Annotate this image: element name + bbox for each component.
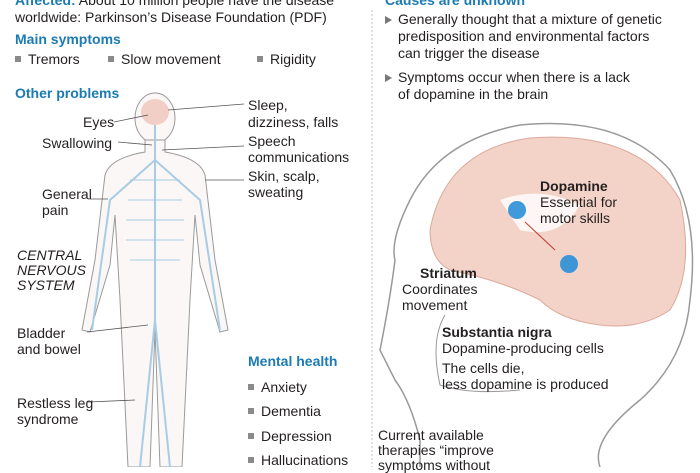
cause-bullet-1: Generally thought that a mixture of gene… [398, 11, 662, 61]
mental-item: Depression [248, 428, 332, 444]
other-problems-title: Other problems [15, 85, 120, 101]
symptom-item: Rigidity [257, 51, 316, 67]
nerve-lines [91, 125, 221, 467]
causes-title: Causes are unknown [385, 0, 526, 8]
symptom-item: Tremors [15, 51, 80, 67]
mental-item: Anxiety [248, 379, 307, 395]
bullet-triangle-icon [385, 16, 392, 24]
brainstem-outline [435, 314, 521, 393]
body-brain [141, 99, 169, 125]
label-swallowing: Swallowing [42, 135, 113, 151]
dopamine-arrow [524, 221, 556, 251]
label-skin: Skin, scalp,sweating [248, 168, 320, 200]
label-sleep: Sleep,dizziness, falls [248, 97, 339, 130]
main-symptoms-title: Main symptoms [15, 31, 121, 47]
brain-shape [429, 136, 687, 327]
label-eyes: Eyes [83, 114, 115, 130]
mental-health-title: Mental health [248, 353, 338, 369]
affected-line2: worldwide: Parkinson’s Disease Foundatio… [15, 9, 327, 25]
dopamine-dot [508, 201, 526, 219]
mental-item: Hallucinations [248, 452, 348, 468]
nigra-dot [560, 255, 578, 273]
mental-item: Dementia [248, 403, 321, 419]
symptom-item: Slow movement [108, 51, 221, 67]
leader-lines [86, 103, 245, 403]
affected-line1: Affected: About 10 million people have t… [15, 0, 335, 8]
bullet-triangle-icon [385, 74, 392, 82]
